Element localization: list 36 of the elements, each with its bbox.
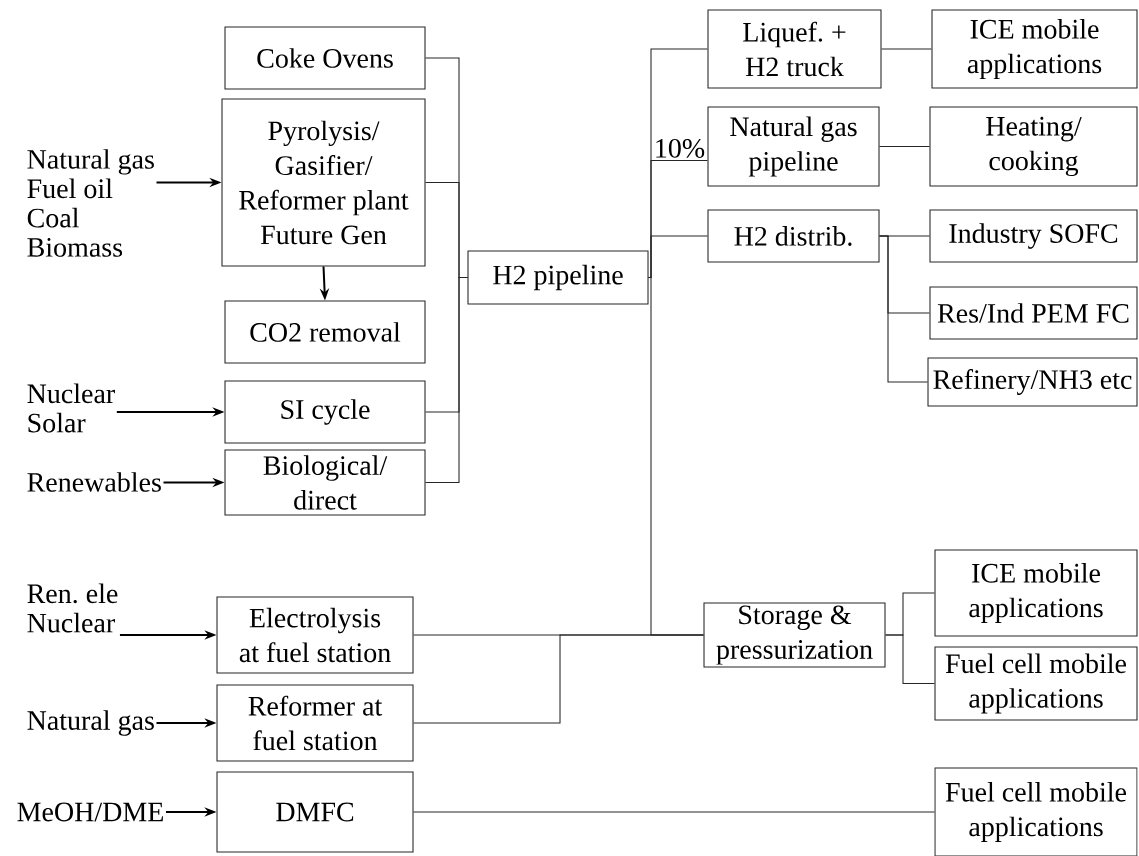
process-box: Reformer at fuel station: [216, 684, 414, 762]
process-box: Storage & pressurization: [703, 602, 886, 668]
connector-line: [413, 634, 704, 724]
connector-line: [881, 48, 932, 50]
process-box: SI cycle: [224, 380, 426, 444]
process-box: Res/Ind PEM FC: [929, 286, 1138, 340]
connector-line: [425, 276, 468, 484]
connector-line: [648, 235, 708, 279]
source-label: Natural gas Fuel oil Coal Biomass: [27, 149, 154, 257]
process-box: H2 distrib.: [707, 209, 880, 263]
process-box: Pyrolysis/ Gasifier/ Reformer plant Future Gen: [221, 98, 426, 267]
source-label: MeOH/DME: [17, 802, 163, 822]
connector-line: [413, 811, 935, 813]
process-box: DMFC: [216, 771, 414, 853]
connector-line: [885, 634, 935, 685]
process-box: Coke Ovens: [224, 26, 426, 90]
process-box: Refinery/NH3 etc: [927, 357, 1138, 407]
process-box: Electrolysis at fuel station: [216, 596, 414, 674]
process-box: Fuel cell mobile applications: [934, 646, 1138, 721]
process-box: Liquef. + H2 truck: [707, 9, 882, 89]
process-box: H2 pipeline: [467, 250, 649, 305]
process-box: Biological/ direct: [224, 449, 426, 516]
process-box: Industry SOFC: [929, 209, 1138, 263]
process-box: CO2 removal: [224, 300, 426, 364]
process-box: Fuel cell mobile applications: [934, 767, 1138, 856]
process-box: Heating/ cooking: [929, 106, 1138, 187]
connector-line: [879, 235, 928, 383]
source-label: Ren. ele Nuclear: [27, 583, 118, 633]
process-box: Natural gas pipeline: [707, 106, 880, 187]
edge-label: 10%: [652, 137, 707, 160]
process-box: ICE mobile applications: [934, 549, 1138, 637]
source-label: Renewables: [27, 472, 161, 492]
process-box: ICE mobile applications: [931, 9, 1138, 89]
connector-line: [879, 145, 930, 148]
source-label: Natural gas: [27, 710, 154, 736]
source-label: Nuclear Solar: [27, 383, 115, 433]
